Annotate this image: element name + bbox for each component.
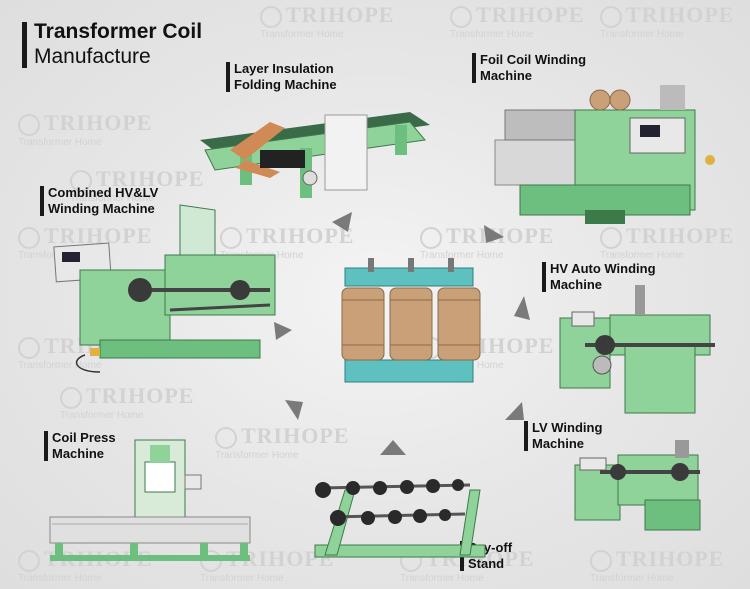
label-bar: [226, 62, 230, 92]
title-line2: Manufacture: [34, 45, 151, 68]
trihope-flower-icon: [600, 226, 622, 249]
label-line2: Machine: [480, 68, 533, 83]
pay-off-stand: [314, 479, 486, 558]
label-bar: [40, 186, 44, 216]
trihope-flower-icon: [18, 113, 40, 136]
flow-arrow-icon: [274, 322, 292, 340]
trihope-flower-icon: [260, 5, 282, 28]
flow-arrow-icon: [505, 402, 524, 420]
label-line1: Combined HV&LV: [48, 185, 159, 200]
label-line1: Layer Insulation: [234, 61, 334, 76]
transformer-core: [341, 258, 481, 383]
label-bar: [44, 431, 48, 461]
title-bar: [22, 22, 27, 68]
label-line2: Machine: [52, 446, 105, 461]
title-line1: Transformer Coil: [34, 20, 203, 43]
trihope-flower-icon: [600, 5, 622, 28]
flow-arrow-icon: [380, 440, 406, 455]
trihope-flower-icon: [590, 549, 612, 572]
trihope-flower-icon: [220, 226, 242, 249]
label-bar: [542, 262, 546, 292]
label-line2: Machine: [550, 277, 603, 292]
label-bar: [524, 421, 528, 451]
label-line2: Machine: [532, 436, 585, 451]
foil-coil-machine: [494, 85, 715, 224]
hv-auto-machine: [559, 285, 715, 414]
label-line1: Foil Coil Winding: [480, 52, 587, 67]
combined-winding-machine: [53, 204, 276, 373]
label-line1: HV Auto Winding: [550, 261, 656, 276]
trihope-flower-icon: [70, 169, 92, 192]
label-line1: LV Winding: [532, 420, 603, 435]
coil-press-machine: [49, 439, 251, 561]
label-line2: Folding Machine: [234, 77, 337, 92]
trihope-flower-icon: [60, 386, 82, 409]
trihope-flower-icon: [18, 226, 40, 249]
trihope-flower-icon: [215, 426, 237, 449]
label-line2: Stand: [468, 556, 505, 571]
layer-insulation-machine: [200, 112, 430, 198]
flow-arrow-icon: [514, 296, 530, 320]
label-line2: Winding Machine: [48, 201, 155, 216]
flow-arrow-icon: [484, 225, 504, 243]
label-line1: Coil Press: [52, 430, 116, 445]
flow-arrow-icon: [285, 400, 303, 420]
label-bar: [472, 53, 476, 83]
trihope-flower-icon: [18, 549, 40, 572]
trihope-flower-icon: [420, 226, 442, 249]
trihope-flower-icon: [450, 5, 472, 28]
flow-arrow-icon: [332, 212, 352, 232]
lv-winding-machine: [574, 440, 701, 531]
trihope-flower-icon: [18, 336, 40, 359]
